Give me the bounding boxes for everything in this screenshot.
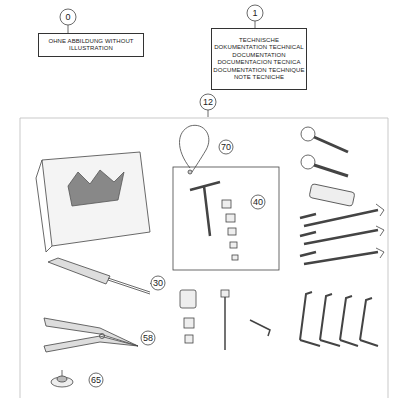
note-box: TECHNISCHE DOKUMENTATION TECHNICAL DOCUM… <box>211 28 307 90</box>
callout-number: 30 <box>153 279 163 288</box>
callout-number: 58 <box>143 334 153 343</box>
callout-number: 12 <box>203 98 213 107</box>
callout-number: 70 <box>221 143 231 152</box>
callout-number: 1 <box>252 9 257 18</box>
callout-number: 0 <box>65 13 70 22</box>
callout-number: 40 <box>253 198 263 207</box>
box-text: OHNE ABBILDUNG WITHOUT ILLUSTRATION <box>39 38 143 53</box>
note-box: OHNE ABBILDUNG WITHOUT ILLUSTRATION <box>38 33 144 57</box>
callout-number: 65 <box>91 376 101 385</box>
box-text: TECHNISCHE DOKUMENTATION TECHNICAL DOCUM… <box>212 37 306 82</box>
